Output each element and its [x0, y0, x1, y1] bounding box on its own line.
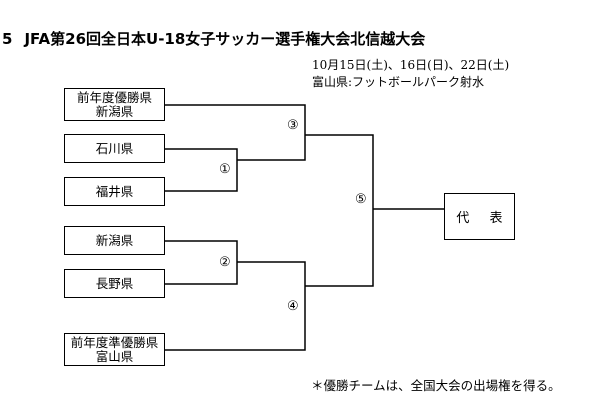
team-box-2: 石川県: [64, 134, 165, 163]
match-1-number: ①: [218, 162, 232, 177]
event-dates: 10月15日(土)、16日(日)、22日(土): [312, 58, 510, 72]
title-text: JFA第26回全日本U-18女子サッカー選手権大会北信越大会: [24, 30, 426, 48]
team-3-name: 福井県: [95, 183, 134, 199]
match-4-number: ④: [286, 299, 300, 314]
match-3-number: ③: [286, 118, 300, 133]
event-venue: 富山県:フットボールパーク射水: [312, 75, 485, 89]
team-1-name: 新潟県: [95, 103, 134, 119]
team-box-5: 長野県: [64, 269, 165, 298]
team-5-name: 長野県: [95, 275, 134, 291]
team-6-name: 富山県: [95, 348, 134, 364]
footnote: ＊優勝チームは、全国大会の出場権を得る。: [311, 378, 561, 393]
team-2-name: 石川県: [95, 140, 134, 156]
match-5-number: ⑤: [354, 192, 368, 207]
team-4-name: 新潟県: [95, 232, 134, 248]
team-box-4: 新潟県: [64, 226, 165, 255]
team-box-3: 福井県: [64, 177, 165, 206]
team-6-label: 前年度準優勝県: [70, 334, 159, 350]
match-2-number: ②: [218, 255, 232, 270]
title-number: 5: [2, 30, 13, 48]
page-title: 5 JFA第26回全日本U-18女子サッカー選手権大会北信越大会: [2, 28, 425, 49]
team-box-6: 前年度準優勝県 富山県: [64, 333, 165, 366]
team-1-label: 前年度優勝県: [76, 89, 152, 105]
representative-box: 代 表: [444, 193, 515, 240]
team-box-1: 前年度優勝県 新潟県: [64, 88, 165, 121]
